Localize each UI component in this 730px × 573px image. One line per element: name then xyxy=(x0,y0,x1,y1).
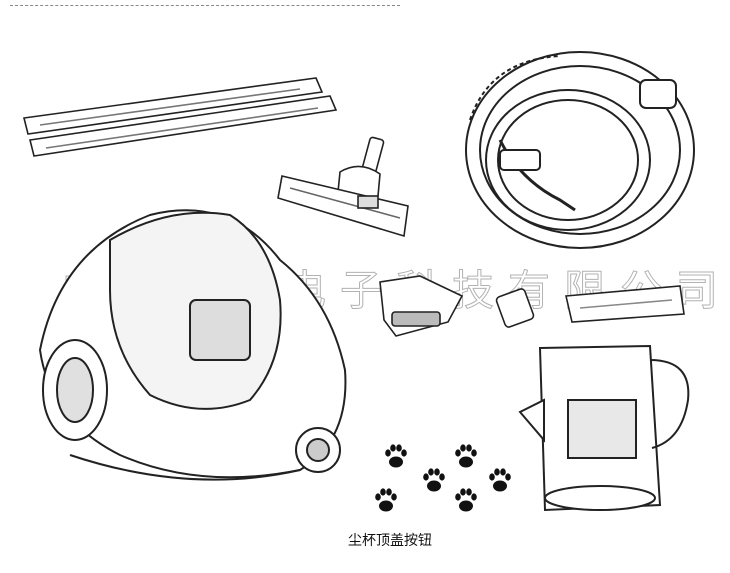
paw-prints-icon xyxy=(375,444,511,512)
canister-vacuum-icon xyxy=(38,209,347,481)
dashed-top-line xyxy=(10,5,400,6)
extension-tubes-icon xyxy=(23,77,338,157)
caption-text: 尘杯顶盖按钮 xyxy=(348,533,432,549)
coiled-hose-icon xyxy=(465,51,695,249)
crevice-tool-icon xyxy=(495,285,685,328)
floor-brush-icon xyxy=(277,136,409,238)
dust-cup-icon xyxy=(518,344,690,512)
small-brush-nozzle-icon xyxy=(379,275,464,337)
